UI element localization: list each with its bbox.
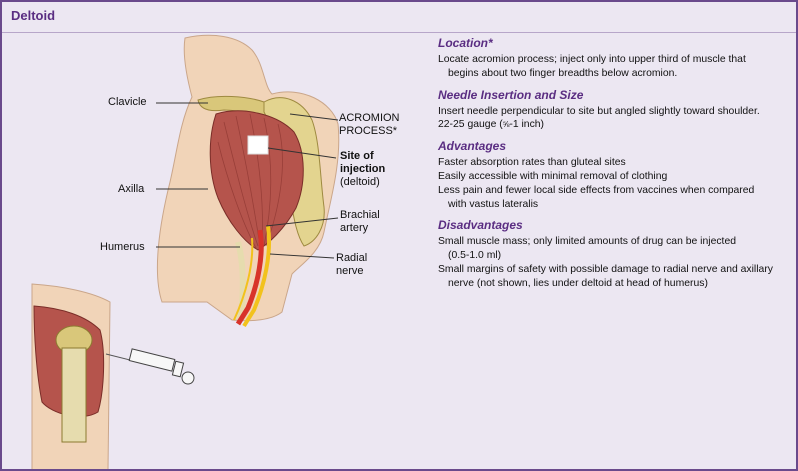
syringe	[105, 348, 195, 385]
disadvantage-1-cont: (0.5-1.0 ml)	[448, 250, 502, 262]
label-radial-1: Radial	[336, 252, 368, 264]
advantage-2: Easily accessible with minimal removal o…	[438, 170, 668, 182]
label-radial-2: nerve	[336, 265, 364, 277]
label-brachial-1: Brachial	[340, 209, 380, 221]
radial-nerve	[242, 225, 272, 328]
brachial-artery	[235, 229, 264, 326]
advantage-3: Less pain and fewer local side effects f…	[438, 184, 755, 196]
label-site-2: injection	[340, 163, 386, 175]
location-text-cont: begins about two finger breadths below a…	[448, 67, 678, 79]
deltoid-muscle	[209, 110, 304, 251]
heading-advantages: Advantages	[438, 139, 507, 154]
title-bar: Deltoid	[2, 2, 796, 33]
humerus-bone	[235, 241, 246, 321]
needle-text: Insert needle perpendicular to site but …	[438, 105, 760, 117]
heading-disadvantages: Disadvantages	[438, 218, 523, 233]
heading-location: Location*	[438, 36, 493, 50]
deltoid-illustration	[31, 34, 340, 469]
needle-gauge: 22-25 gauge (⅝-1 inch)	[438, 119, 545, 131]
disadvantage-1: Small muscle mass; only limited amounts …	[438, 236, 737, 248]
label-axilla: Axilla	[118, 183, 145, 195]
figure-title: Deltoid	[11, 8, 56, 23]
location-text: Locate acromion process; inject only int…	[438, 54, 746, 65]
disadvantage-2-cont: nerve (not shown, lies under deltoid at …	[448, 277, 708, 289]
info-panel: Location* Locate acromion process; injec…	[438, 36, 790, 298]
section-location: Location* Locate acromion process; injec…	[438, 36, 790, 81]
label-site-1: Site of	[340, 150, 374, 162]
label-clavicle: Clavicle	[108, 96, 147, 108]
heading-needle: Needle Insertion and Size	[438, 87, 584, 102]
section-disadvantages: Disadvantages Small muscle mass; only li…	[438, 218, 790, 290]
label-site-3: (deltoid)	[340, 176, 380, 188]
label-humerus: Humerus	[100, 241, 145, 253]
disadvantage-2: Small margins of safety with possible da…	[438, 263, 773, 275]
advantage-3-cont: with vastus lateralis	[448, 198, 539, 210]
label-acromion-2: PROCESS*	[339, 125, 398, 137]
label-brachial-2: artery	[340, 222, 369, 234]
injection-site-marker	[247, 135, 269, 155]
advantage-1: Faster absorption rates than gluteal sit…	[438, 157, 626, 169]
section-needle: Needle Insertion and Size Insert needle …	[438, 88, 790, 133]
label-acromion-1: ACROMION	[339, 112, 400, 124]
section-advantages: Advantages Faster absorption rates than …	[438, 139, 790, 211]
inset-humerus-shaft	[61, 347, 87, 443]
